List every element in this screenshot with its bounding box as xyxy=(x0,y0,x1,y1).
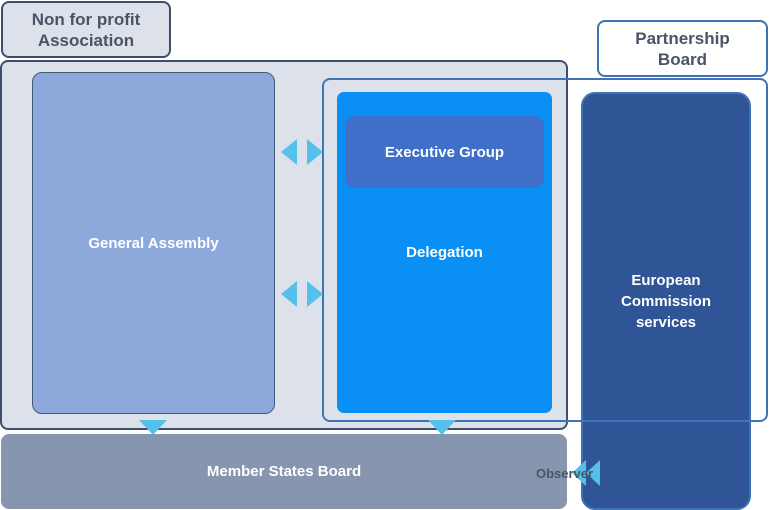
member-states-board-label: Member States Board xyxy=(206,463,362,480)
down-arrow-general-assembly xyxy=(139,420,167,435)
member-states-board-box: Member States Board xyxy=(1,434,567,509)
delegation-label: Delegation xyxy=(406,244,483,261)
bidirectional-arrow-top xyxy=(281,139,323,165)
general-assembly-label: General Assembly xyxy=(88,234,219,252)
executive-group-label: Executive Group xyxy=(384,143,505,161)
european-commission-label: European Commission services xyxy=(620,271,711,331)
general-assembly-box: General Assembly xyxy=(32,72,275,414)
observer-double-arrow-icon xyxy=(572,460,600,486)
observer-label: Observer xyxy=(536,466,594,481)
bidirectional-arrow-bottom xyxy=(281,281,323,307)
partnership-board-label-text: Partnership Board xyxy=(635,28,730,69)
executive-group-box: Executive Group xyxy=(345,116,544,188)
association-label: Non for profit Association xyxy=(1,1,171,58)
down-arrow-delegation xyxy=(428,420,456,435)
partnership-board-label: Partnership Board xyxy=(597,20,768,77)
european-commission-box: European Commission services xyxy=(581,92,751,510)
partnership-board-panel xyxy=(322,78,768,422)
association-label-text: Non for profit Association xyxy=(31,9,141,50)
